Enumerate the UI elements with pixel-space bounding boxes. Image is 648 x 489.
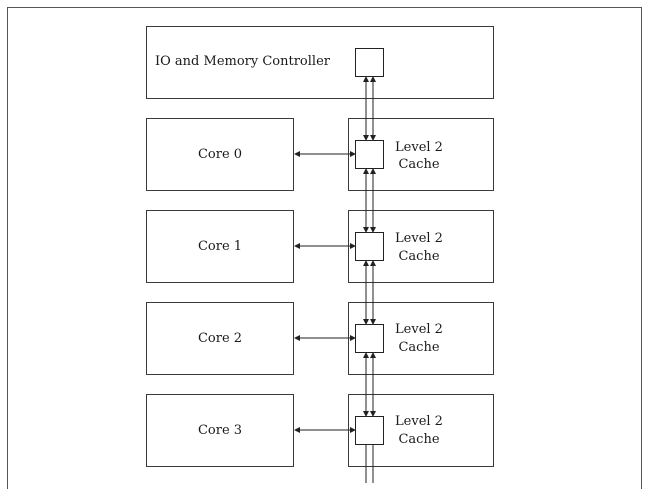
core-1-box	[146, 210, 294, 283]
diagram-frame	[7, 7, 642, 489]
core-0-box	[146, 118, 294, 191]
core-3-label: Core 3	[197, 423, 243, 438]
core-0-label: Core 0	[197, 147, 243, 162]
cache-1-port	[355, 232, 384, 261]
level2-cache-1-label-line1: Level 2	[395, 231, 443, 246]
level2-cache-2-label-line2: Cache	[398, 340, 440, 355]
level2-cache-0-label-line2: Cache	[398, 157, 440, 172]
core-1-label: Core 1	[197, 239, 243, 254]
cache-2-port	[355, 324, 384, 353]
io-memory-controller-label: IO and Memory Controller	[155, 54, 330, 69]
controller-port	[355, 48, 384, 77]
core-2-box	[146, 302, 294, 375]
level2-cache-3-label-line1: Level 2	[395, 414, 443, 429]
core-3-box	[146, 394, 294, 467]
level2-cache-0-label-line1: Level 2	[395, 140, 443, 155]
io-memory-controller-box	[146, 26, 494, 99]
level2-cache-1-label-line2: Cache	[398, 249, 440, 264]
cache-0-port	[355, 140, 384, 169]
level2-cache-3-label-line2: Cache	[398, 432, 440, 447]
level2-cache-2-label-line1: Level 2	[395, 322, 443, 337]
core-2-label: Core 2	[197, 331, 243, 346]
